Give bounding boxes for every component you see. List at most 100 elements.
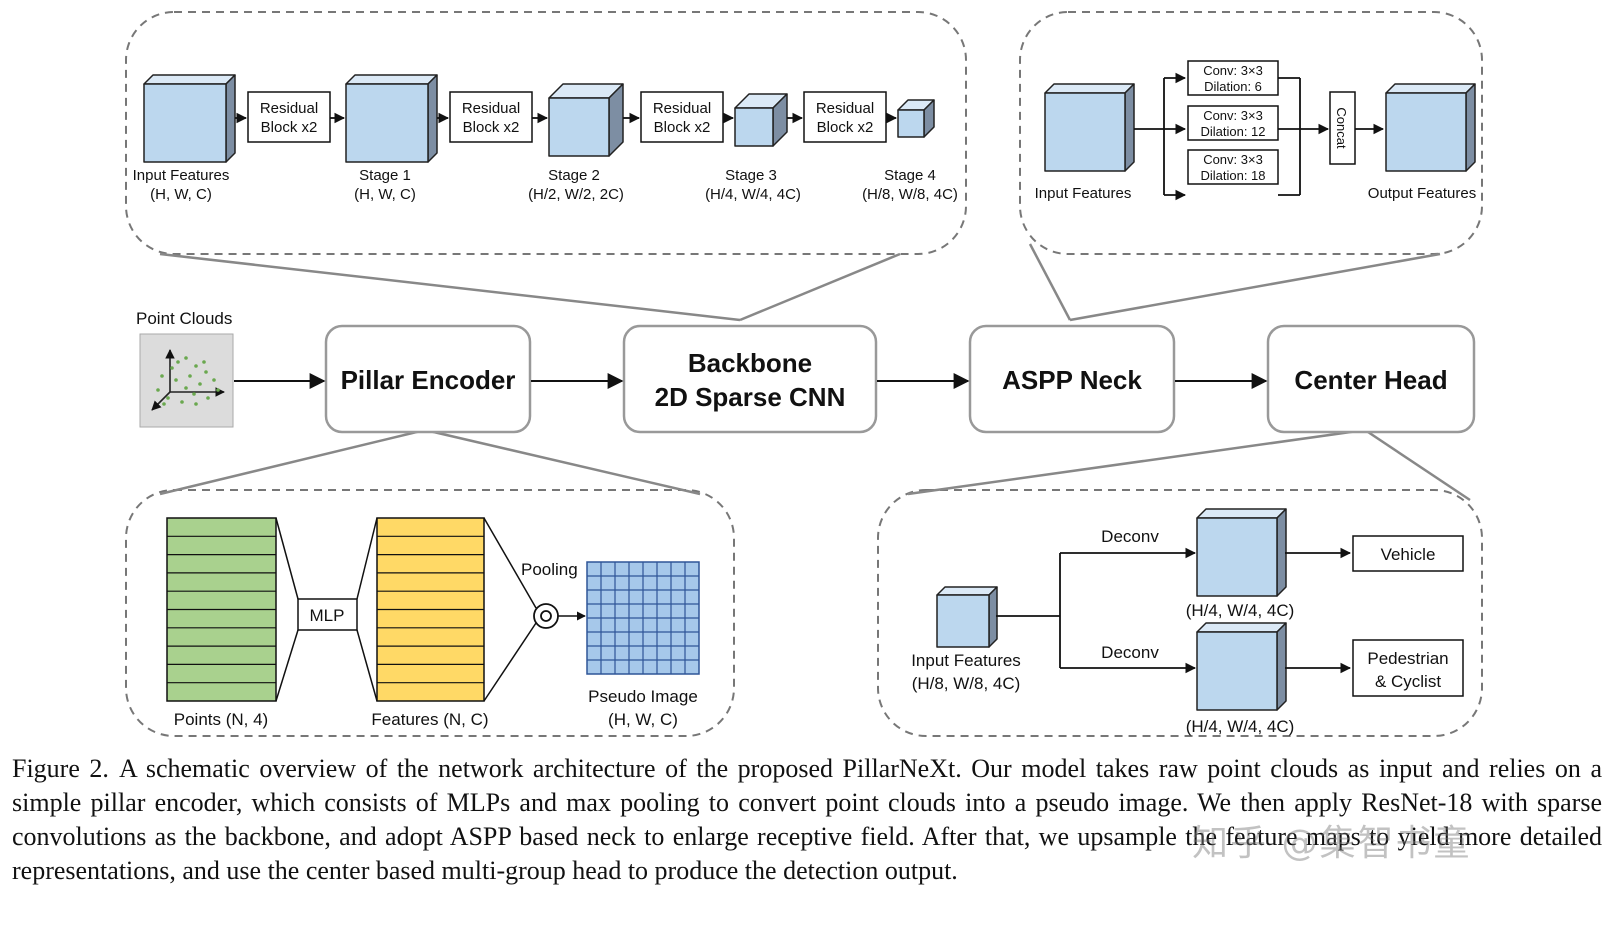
encoder-detail-panel	[125, 489, 735, 737]
input-features-cube	[143, 74, 236, 163]
aspp-conv-box-1: Conv: 3×3 Dilation: 6	[1187, 60, 1279, 96]
vehicle-label: Vehicle	[1381, 545, 1436, 564]
points-label: Points (N, 4)	[174, 710, 268, 729]
aspp-input-label: Input Features	[1035, 185, 1132, 202]
bb-stage3-dims: (H/4, W/4, 4C)	[705, 186, 801, 203]
pseudo-image-grid	[586, 561, 700, 675]
residual-block-text: Residual	[260, 100, 318, 117]
point-dot	[184, 386, 188, 390]
aspp-dilation-1-text: Dilation: 6	[1204, 79, 1262, 94]
aspp-conv-1-text: Conv: 3×3	[1203, 63, 1263, 78]
backbone-feature-cubes	[143, 74, 935, 163]
aspp-branches	[1134, 72, 1385, 201]
deconv-label-2: Deconv	[1101, 643, 1159, 662]
point-dot	[166, 396, 170, 400]
residual-block-text: Block x2	[817, 119, 874, 136]
center-head-node	[1266, 324, 1476, 434]
zoom-connectors	[159, 243, 1471, 502]
pseudo-image-label-2: (H, W, C)	[608, 710, 678, 729]
bb-stage1-label: Stage 1	[359, 167, 411, 184]
bb-stage4-label: Stage 4	[884, 167, 936, 184]
bb-stage1-dims: (H, W, C)	[354, 186, 416, 203]
bb-stage3-label: Stage 3	[725, 167, 777, 184]
point-dot	[192, 392, 196, 396]
head-input-label-1: Input Features	[911, 651, 1021, 670]
encoder-connectors	[275, 517, 586, 702]
head-input-cube	[936, 586, 998, 648]
figure-caption: Figure 2.A schematic overview of the net…	[12, 752, 1602, 888]
head-out-cube-2	[1196, 622, 1287, 711]
concat-label: Concat	[1334, 107, 1349, 149]
head-out-dims-2: (H/4, W/4, 4C)	[1186, 717, 1295, 736]
aspp-conv-box-2: Conv: 3×3 Dilation: 12	[1187, 105, 1279, 141]
point-dot	[162, 402, 166, 406]
aspp-conv-3-text: Conv: 3×3	[1203, 152, 1263, 167]
deconv-label-1: Deconv	[1101, 527, 1159, 546]
point-dot	[194, 364, 198, 368]
aspp-output-cube	[1385, 83, 1476, 172]
point-dot	[156, 388, 160, 392]
aspp-input-cube	[1044, 83, 1135, 172]
point-dot	[206, 396, 210, 400]
pooling-icon	[533, 603, 559, 629]
pooling-label: Pooling	[521, 560, 578, 579]
head-detail-panel	[877, 489, 1483, 737]
residual-block-text: Residual	[816, 100, 874, 117]
pillar-encoder-node	[324, 324, 532, 434]
bb-input-label: Input Features	[133, 167, 230, 184]
aspp-feature-cubes	[1044, 83, 1476, 172]
watermark: 知乎 @集智书童	[1192, 823, 1472, 864]
caption-text: A schematic overview of the network arch…	[12, 754, 1602, 885]
point-dot	[176, 360, 180, 364]
stage4-cube	[897, 99, 935, 138]
stage1-cube	[345, 74, 438, 163]
aspp-output-label: Output Features	[1368, 185, 1476, 202]
aspp-dilation-2-text: Dilation: 12	[1200, 124, 1265, 139]
aspp-neck-node	[968, 324, 1176, 434]
architecture-diagram: Point Clouds Pillar Encoder Backbone 2D …	[125, 11, 1483, 737]
encoder-stacks	[166, 517, 485, 702]
point-dot	[212, 378, 216, 382]
bb-stage4-dims: (H/8, W/8, 4C)	[862, 186, 958, 203]
center-head-label: Center Head	[1294, 365, 1447, 395]
head-input-label-2: (H/8, W/8, 4C)	[912, 674, 1021, 693]
residual-block-text: Block x2	[261, 119, 318, 136]
pseudo-image-label-1: Pseudo Image	[588, 687, 698, 706]
point-dot	[174, 378, 178, 382]
bb-stage2-dims: (H/2, W/2, 2C)	[528, 186, 624, 203]
point-dot	[194, 402, 198, 406]
ped-cyclist-box	[1352, 639, 1464, 697]
head-out-dims-1: (H/4, W/4, 4C)	[1186, 601, 1295, 620]
backbone-node	[622, 324, 878, 434]
point-clouds-label: Point Clouds	[136, 309, 232, 328]
stage2-cube	[548, 83, 624, 157]
point-dot	[202, 360, 206, 364]
aspp-conv-box-3: Conv: 3×3 Dilation: 18	[1187, 149, 1279, 185]
residual-block-text: Residual	[462, 100, 520, 117]
stage3-cube	[734, 93, 788, 147]
residual-block-text: Block x2	[463, 119, 520, 136]
backbone-detail-panel	[125, 11, 967, 255]
aspp-detail-panel	[1019, 11, 1483, 255]
residual-block-text: Block x2	[654, 119, 711, 136]
residual-block-text: Residual	[653, 100, 711, 117]
caption-lead: Figure 2.	[12, 754, 109, 783]
mlp-box	[297, 598, 358, 631]
aspp-conv-2-text: Conv: 3×3	[1203, 108, 1263, 123]
features-stack	[376, 517, 485, 702]
backbone-label-line2: 2D Sparse CNN	[655, 382, 846, 412]
concat-box	[1329, 91, 1356, 165]
point-dot	[170, 366, 174, 370]
point-dot	[160, 374, 164, 378]
ped-cyclist-label-1: Pedestrian	[1367, 649, 1448, 668]
aspp-dilation-3-text: Dilation: 18	[1200, 168, 1265, 183]
points-stack	[166, 517, 277, 702]
point-dot	[184, 356, 188, 360]
bb-stage2-label: Stage 2	[548, 167, 600, 184]
pillar-encoder-label: Pillar Encoder	[341, 365, 516, 395]
